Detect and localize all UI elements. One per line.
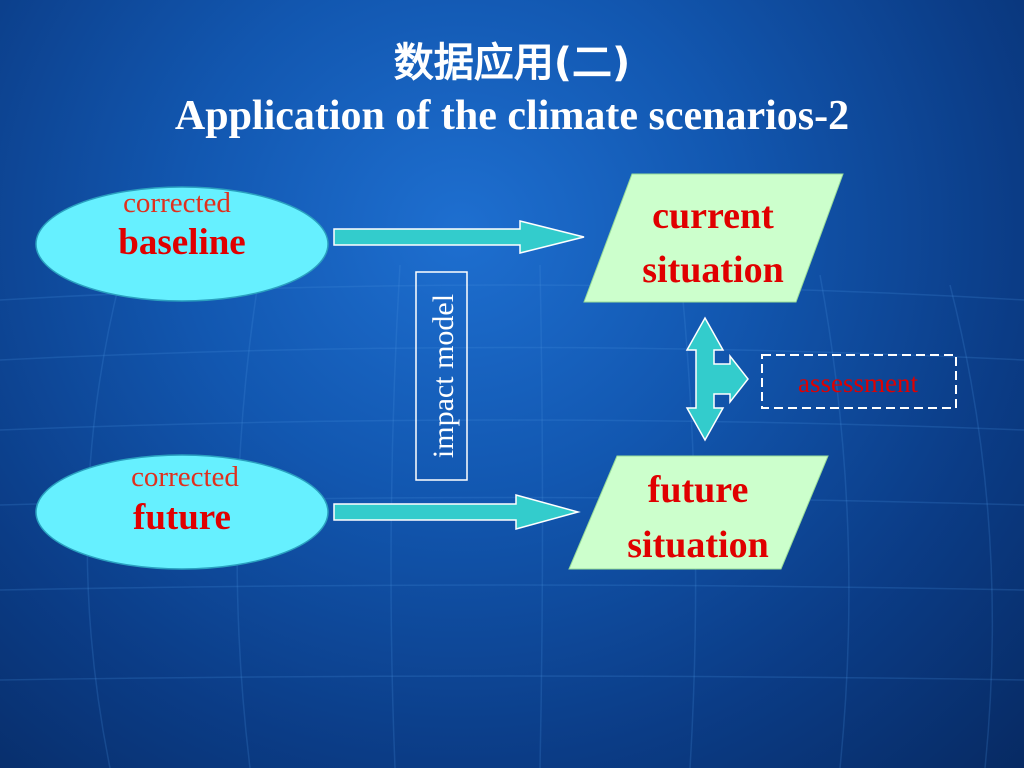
- future-situation-line1: future: [648, 469, 749, 511]
- baseline-node-line1: corrected: [123, 187, 231, 219]
- impact-model-label: impact model: [415, 271, 468, 481]
- future-node-line1: corrected: [131, 461, 239, 493]
- slide-title-chinese: 数据应用(二): [393, 40, 631, 86]
- assessment-text: assessment: [798, 368, 918, 398]
- corrected-baseline-node: corrected baseline: [35, 186, 329, 302]
- future-situation-node: future situation: [568, 455, 829, 570]
- future-situation-line2: situation: [627, 524, 768, 566]
- current-situation-node: current situation: [583, 173, 844, 303]
- impact-model-text: impact model: [427, 294, 460, 458]
- double-arrow-branch-icon: [685, 316, 749, 442]
- corrected-future-node: corrected future: [35, 454, 329, 570]
- slide-title-english: Application of the climate scenarios-2: [174, 93, 850, 139]
- current-situation-line2: situation: [642, 249, 783, 291]
- current-situation-line1: current: [652, 195, 774, 237]
- right-arrow-top-icon: [333, 220, 585, 254]
- right-arrow-bottom-icon: [333, 494, 581, 530]
- future-node-line2: future: [133, 497, 231, 538]
- baseline-node-line2: baseline: [118, 222, 245, 263]
- assessment-box: assessment: [761, 354, 957, 409]
